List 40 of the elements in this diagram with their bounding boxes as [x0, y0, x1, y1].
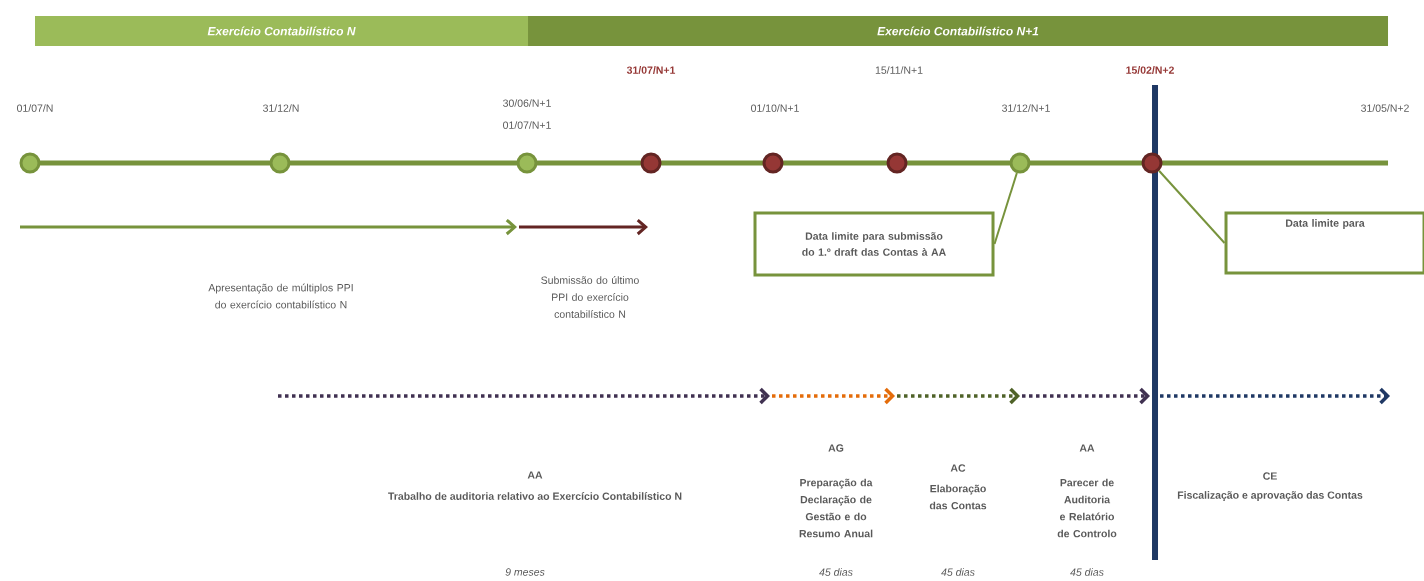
phase-code: CE: [1263, 472, 1277, 480]
phase-label: Trabalho de auditoria relativo ao Exercício Contabilístico N: [388, 492, 682, 500]
leader-line: [993, 172, 1018, 245]
date-label: 31/05/N+2: [1361, 104, 1409, 112]
date-label: 01/07/N+1: [503, 121, 551, 129]
phase-label: Fiscalização e aprovação das Contas: [1177, 491, 1363, 501]
date-circle: [886, 152, 908, 174]
phase-label: Parecer de Auditoria e Relatório de Controlo: [1057, 478, 1117, 538]
duration-label: 45 dias: [941, 568, 975, 576]
date-label: 30/06/N+1: [503, 99, 551, 107]
callout-box: Data limite para: [1224, 211, 1424, 275]
date-label: 31/07/N+1: [626, 66, 676, 74]
phase-code: AC: [950, 464, 966, 472]
note-text: Submissão do último PPI do exercício contabilístico N: [541, 276, 639, 318]
leader-line: [1158, 169, 1226, 244]
date-label: 15/02/N+2: [1126, 66, 1174, 74]
date-circle: [1009, 152, 1031, 174]
date-circle: [1141, 152, 1163, 174]
date-label: 31/12/N+1: [1002, 104, 1050, 112]
date-label: 01/10/N+1: [751, 104, 799, 112]
date-circle: [269, 152, 291, 174]
date-circle: [19, 152, 41, 174]
duration-label: 9 meses: [505, 568, 545, 576]
period-band: Exercício Contabilístico N: [35, 16, 528, 46]
date-circle: [640, 152, 662, 174]
date-circle: [762, 152, 784, 174]
phase-code: AA: [527, 471, 543, 479]
callout-box: Data limite para submissão do 1.º draft das Contas à AA: [753, 211, 995, 277]
date-circle: [516, 152, 538, 174]
phase-code: AA: [1079, 444, 1095, 452]
phase-code: AG: [828, 444, 844, 452]
phase-label: Elaboração das Contas: [929, 484, 987, 510]
date-label: 01/07/N: [17, 104, 53, 112]
duration-label: 45 dias: [1070, 568, 1104, 576]
note-text: Apresentação de múltiplos PPI do exercício contabilístico N: [208, 283, 353, 309]
phase-label: Preparação da Declaração de Gestão e do Resumo Anual: [799, 478, 873, 538]
period-band: Exercício Contabilístico N+1: [528, 16, 1388, 46]
duration-label: 45 dias: [819, 568, 853, 576]
date-label: 31/12/N: [263, 104, 299, 112]
date-label: 15/11/N+1: [875, 66, 923, 74]
